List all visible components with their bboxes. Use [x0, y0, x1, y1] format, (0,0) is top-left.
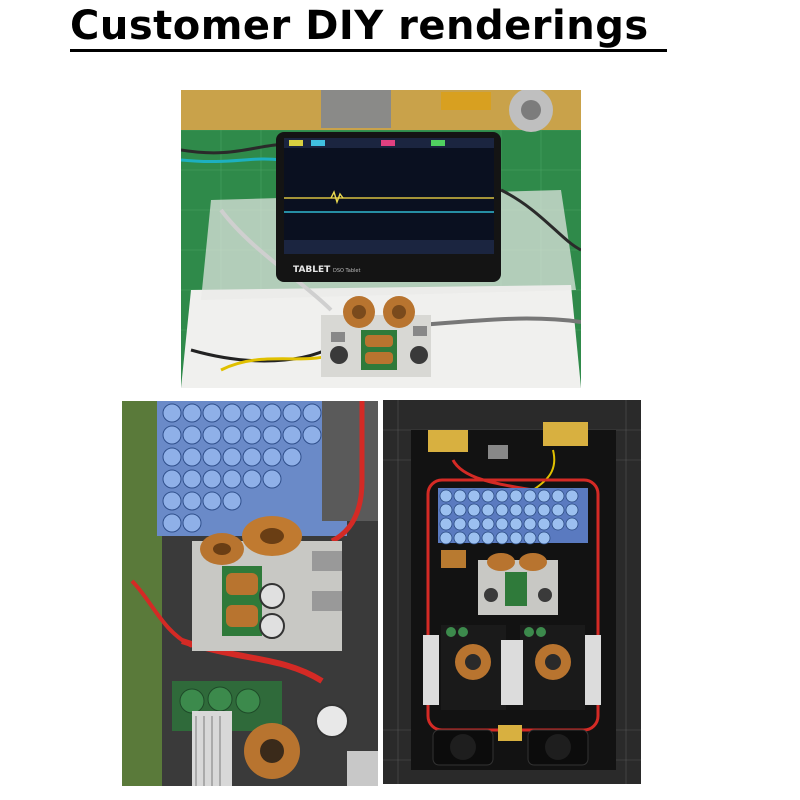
installed-amplifier-closeup-photo [122, 401, 378, 786]
page-title: Customer DIY renderings [70, 3, 649, 49]
amplifier-chassis-overview-photo [383, 400, 641, 784]
device-sublabel: DSO Tablet [333, 268, 360, 274]
title-underline [70, 49, 667, 52]
oscilloscope-test-photo: TABLET DSO Tablet [181, 90, 581, 388]
device-label: TABLET [293, 265, 331, 275]
